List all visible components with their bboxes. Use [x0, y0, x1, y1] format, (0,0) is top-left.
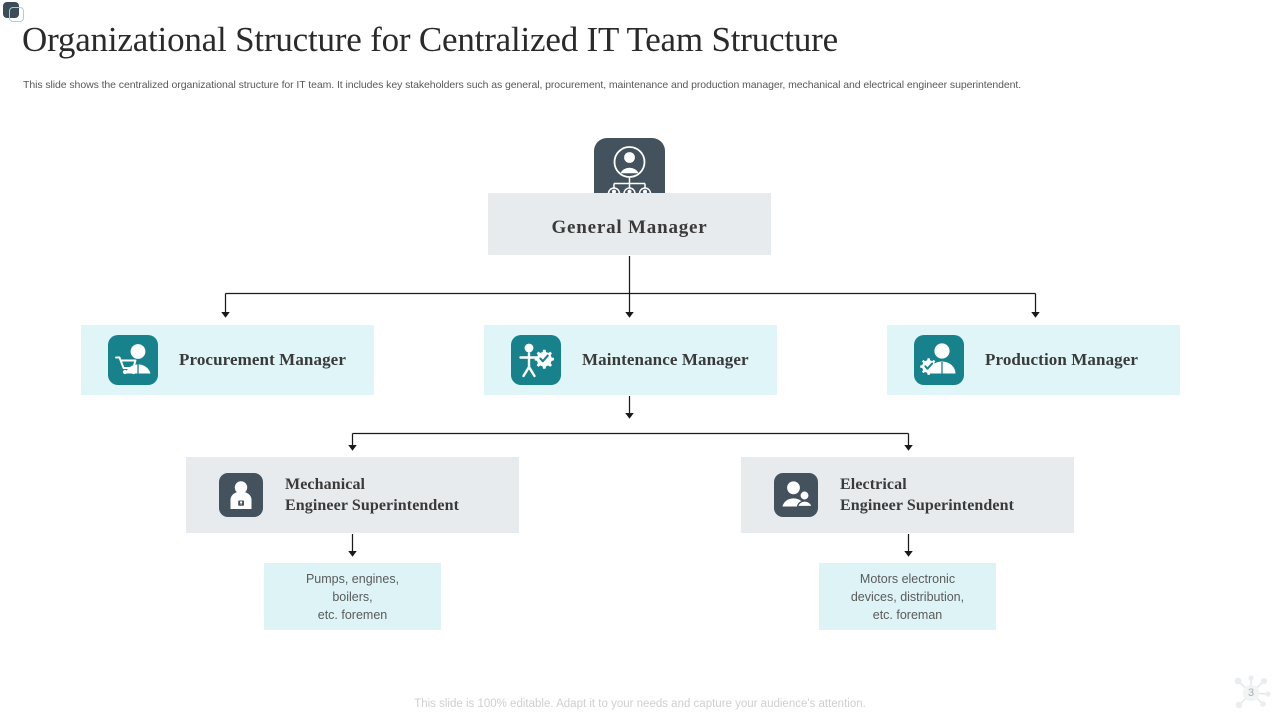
node-production-manager[interactable]: Production Manager: [887, 325, 1180, 395]
node-electrical-line2: Engineer Superintendent: [840, 497, 1015, 514]
app-logo: [3, 2, 29, 28]
logo-square-outline: [9, 7, 24, 22]
node-electrical-engineer-superintendent[interactable]: Electrical Engineer Superintendent: [741, 457, 1074, 533]
page-number-badge: 3: [1230, 674, 1272, 712]
node-electrical-foreman-line1: Motors electronic: [859, 571, 956, 586]
node-electrical-engineer-superintendent-label: Electrical Engineer Superintendent: [840, 474, 1014, 516]
node-mechanical-foremen-line3: etc. foremen: [317, 607, 388, 622]
node-mechanical-line2: Engineer Superintendent: [285, 497, 460, 514]
node-mechanical-engineer-superintendent-label: Mechanical Engineer Superintendent: [285, 474, 459, 516]
people-group-icon: [774, 473, 818, 517]
page-title: Organizational Structure for Centralized…: [22, 20, 838, 59]
node-mechanical-foremen-line1: Pumps, engines,: [305, 571, 400, 586]
node-mechanical-line1: Mechanical: [285, 476, 366, 493]
node-maintenance-manager-label: Maintenance Manager: [582, 350, 749, 369]
person-badge-icon: [219, 473, 263, 517]
person-gear-icon: [511, 335, 561, 385]
person-settings-icon: [914, 335, 964, 385]
node-general-manager-label: General Manager: [551, 217, 708, 238]
page-number: 3: [1247, 687, 1255, 699]
person-cart-icon: [108, 335, 158, 385]
page-subtitle: This slide shows the centralized organiz…: [23, 79, 1022, 91]
footer-note: This slide is 100% editable. Adapt it to…: [414, 698, 866, 710]
node-electrical-foreman[interactable]: Motors electronic devices, distribution,…: [819, 563, 996, 630]
network-decoration-icon: [1234, 675, 1271, 709]
node-general-manager[interactable]: General Manager: [488, 193, 771, 255]
node-maintenance-manager[interactable]: Maintenance Manager: [484, 325, 777, 395]
node-electrical-foreman-line2: devices, distribution,: [850, 589, 965, 604]
node-procurement-manager-label: Procurement Manager: [179, 350, 346, 369]
node-mechanical-foremen-line2: boilers,: [332, 589, 373, 604]
node-electrical-line1: Electrical: [840, 476, 907, 493]
node-mechanical-foremen[interactable]: Pumps, engines, boilers, etc. foremen: [264, 563, 441, 630]
node-procurement-manager[interactable]: Procurement Manager: [81, 325, 374, 395]
node-production-manager-label: Production Manager: [985, 350, 1139, 369]
node-mechanical-engineer-superintendent[interactable]: Mechanical Engineer Superintendent: [186, 457, 519, 533]
node-electrical-foreman-line3: etc. foreman: [872, 607, 943, 622]
